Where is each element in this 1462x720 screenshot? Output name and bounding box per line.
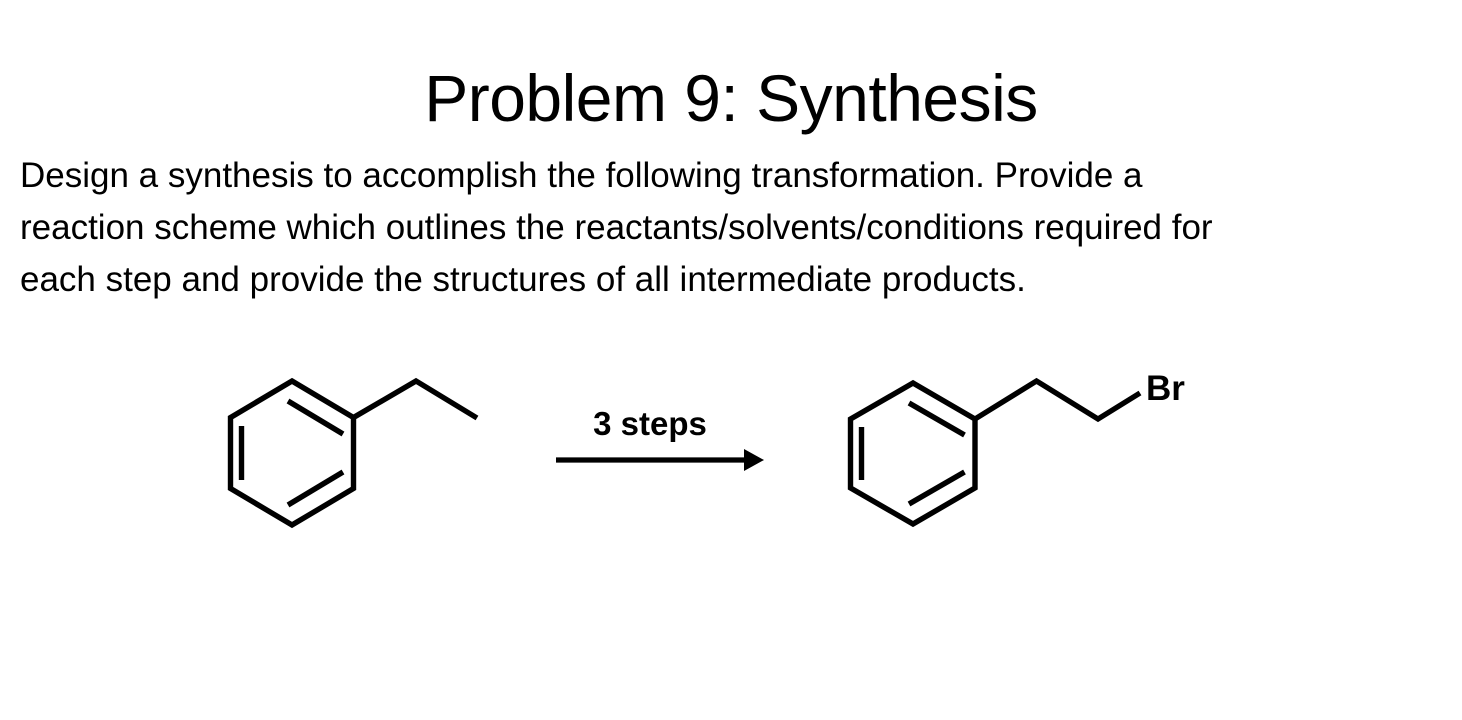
arrow-head-icon: [744, 449, 764, 471]
product-structure-bromoethylbenzene: Br: [847, 369, 1185, 528]
benzene-ring-product: [847, 379, 978, 528]
problem-statement-line-3: each step and provide the structures of …: [20, 260, 1026, 299]
problem-statement: Design a synthesis to accomplish the fol…: [20, 150, 1420, 306]
reaction-arrow: 3 steps: [556, 405, 764, 471]
ethyl-chain-reactant: [352, 377, 479, 421]
arrow-label-3-steps: 3 steps: [593, 405, 707, 442]
problem-statement-line-2: reaction scheme which outlines the react…: [20, 208, 1213, 247]
benzene-ring-reactant: [227, 377, 357, 529]
page-title: Problem 9: Synthesis: [424, 61, 1038, 136]
reactant-structure-ethylbenzene: [227, 377, 479, 529]
reaction-scheme: 3 steps: [0, 330, 1462, 590]
problem-statement-line-1: Design a synthesis to accomplish the fol…: [20, 156, 1143, 195]
bromoethyl-chain-product: [973, 377, 1142, 423]
atom-label-br: Br: [1146, 369, 1185, 408]
